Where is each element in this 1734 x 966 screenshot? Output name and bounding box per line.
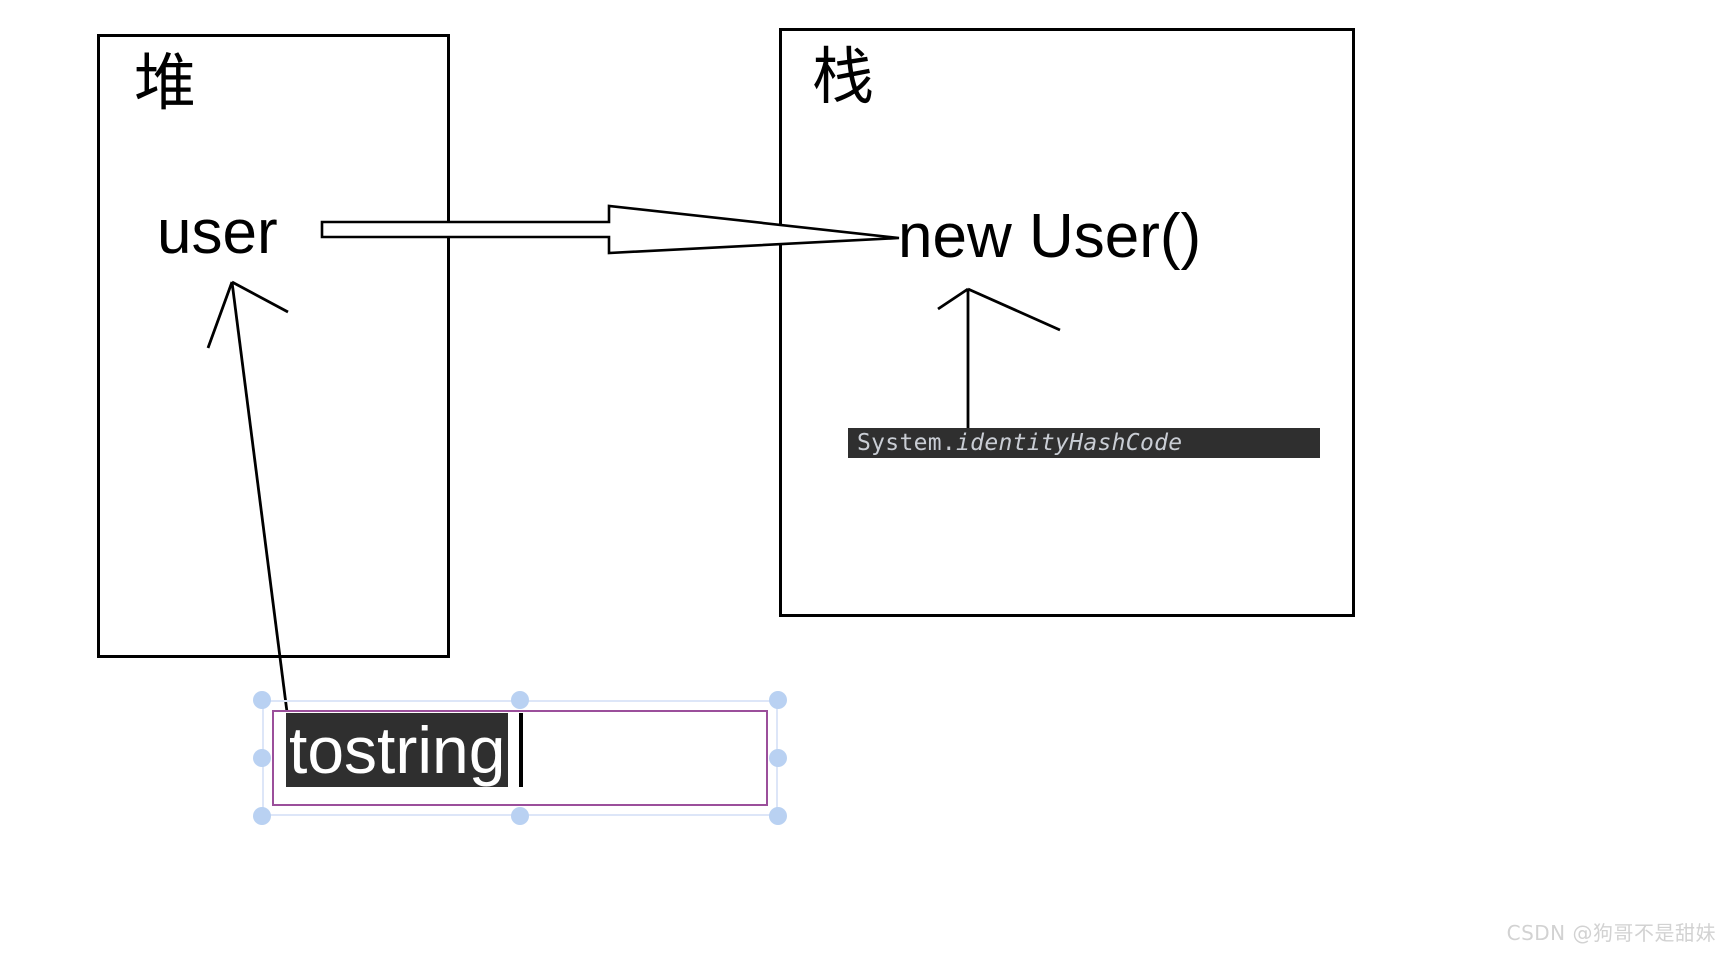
resize-handle-top-right[interactable] (769, 691, 787, 709)
code-chip-prefix: System. (857, 430, 957, 456)
heap-region-box[interactable] (97, 34, 450, 658)
resize-handle-top-center[interactable] (511, 691, 529, 709)
csdn-watermark: CSDN @狗哥不是甜妹 (1506, 921, 1716, 945)
resize-handle-bottom-center[interactable] (511, 807, 529, 825)
resize-handle-bottom-left[interactable] (253, 807, 271, 825)
tostring-textbox-selection[interactable]: tostring (253, 691, 787, 825)
stack-region-box[interactable] (779, 28, 1355, 617)
new-user-node-label[interactable]: new User() (898, 202, 1202, 271)
stack-region-title: 栈 (812, 40, 875, 113)
text-caret (519, 713, 523, 787)
resize-handle-middle-left[interactable] (253, 749, 271, 767)
resize-handle-top-left[interactable] (253, 691, 271, 709)
resize-handle-middle-right[interactable] (769, 749, 787, 767)
user-node-label[interactable]: user (157, 198, 278, 267)
tostring-textbox-value[interactable]: tostring (286, 713, 509, 787)
heap-region-title: 堆 (134, 46, 197, 119)
code-chip-method: identityHashCode (956, 430, 1183, 456)
resize-handle-bottom-right[interactable] (769, 807, 787, 825)
identity-hash-code-chip[interactable]: System.identityHashCode (848, 428, 1320, 458)
tostring-textbox-frame[interactable]: tostring (272, 710, 768, 806)
